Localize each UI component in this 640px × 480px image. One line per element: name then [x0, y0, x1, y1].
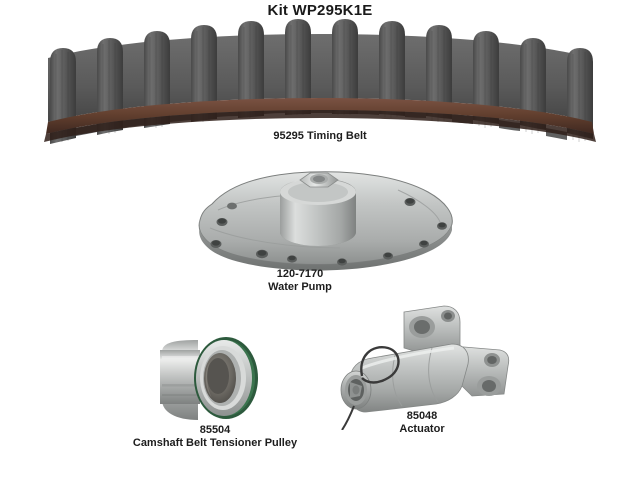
pulley-barrel-bands — [162, 356, 200, 396]
actuator-caption: 85048 Actuator — [362, 410, 482, 436]
tensioner-pulley-svg — [160, 337, 258, 420]
tensioner-pulley-name: Camshaft Belt Tensioner Pulley — [132, 437, 298, 449]
actuator-image: 85048 Actuator — [332, 302, 512, 435]
timing-belt-caption: 95295 Timing Belt — [215, 130, 425, 143]
belt-body — [44, 19, 596, 144]
water-pump-housing — [198, 171, 453, 271]
water-pump-part-number: 120-7170 — [276, 268, 324, 280]
timing-belt-image: 95295 Timing Belt — [40, 18, 600, 158]
pump-hub — [280, 172, 356, 246]
pulley-body — [160, 337, 258, 420]
timing-belt-svg — [44, 19, 596, 144]
actuator-name: Actuator — [399, 423, 445, 435]
water-pump-image: 120-7170 Water Pump — [170, 158, 470, 293]
actuator-body — [340, 305, 510, 430]
actuator-svg — [340, 305, 510, 430]
tensioner-pulley-image: 85504 Camshaft Belt Tensioner Pulley — [133, 328, 297, 449]
belt-backing-edge — [46, 98, 594, 134]
timing-belt-caption-text: 95295 Timing Belt — [273, 130, 367, 142]
water-pump-caption: 120-7170 Water Pump — [200, 268, 400, 294]
tensioner-pulley-caption: 85504 Camshaft Belt Tensioner Pulley — [115, 424, 315, 450]
actuator-part-number: 85048 — [406, 410, 438, 422]
actuator-wire-loop — [360, 346, 400, 384]
page-title: Kit WP295K1E — [267, 2, 373, 19]
water-pump-svg — [198, 171, 453, 271]
water-pump-name: Water Pump — [268, 281, 332, 293]
belt-teeth — [50, 19, 593, 144]
tensioner-pulley-part-number: 85504 — [199, 424, 231, 436]
actuator-wire-tail — [341, 405, 355, 430]
actuator-plunger-end — [340, 370, 372, 410]
